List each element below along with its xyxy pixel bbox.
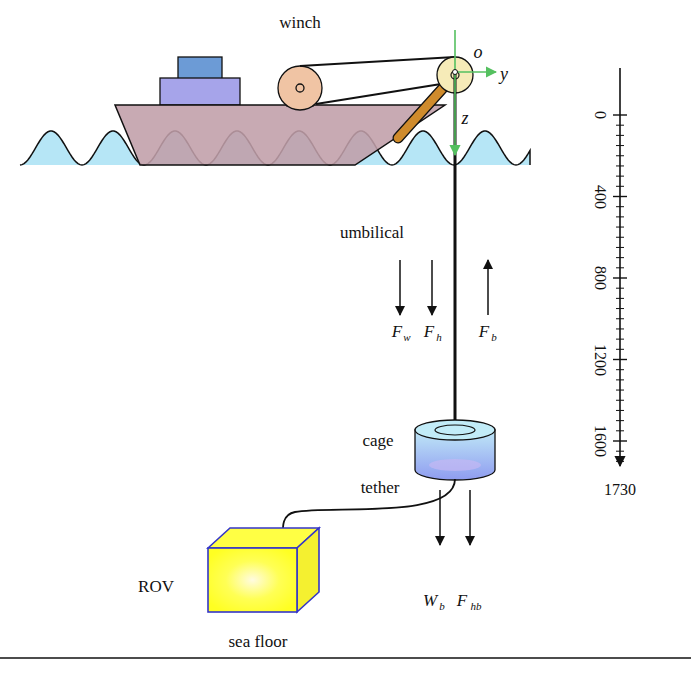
depth-tick [613,196,627,197]
force-arrow [399,260,401,315]
z-axis [454,30,456,155]
depth-tick [616,155,624,156]
depth-tick [616,216,624,217]
rov-front [208,548,297,612]
depth-value: 400 [592,185,608,209]
depth-scale [613,68,627,466]
component-label: tether [361,479,400,496]
depth-tick [616,176,624,177]
force-arrow [431,260,433,315]
depth-tick [616,206,624,207]
depth-tick [616,400,624,401]
depth-tick [613,114,627,115]
depth-tick [616,379,624,380]
axis-label: y [500,65,508,83]
depth-tick [616,318,624,319]
force-symbol: F [424,323,434,340]
force-arrow [469,490,471,545]
cage-inner [429,459,481,471]
force-arrow [487,260,489,315]
force-subscript: b [491,332,497,343]
depth-tick [616,339,624,340]
component-label: umbilical [340,224,404,241]
depth-tick [616,369,624,370]
depth-tick [616,288,624,289]
depth-tick [616,328,624,329]
force-subscript: w [403,332,410,343]
force-subscript: b [439,601,445,612]
depth-tick [616,227,624,228]
depth-value: 800 [592,266,608,290]
depth-tick [616,410,624,411]
component-label: ROV [138,578,174,595]
force-subscript: hb [471,601,482,612]
depth-tick [616,257,624,258]
component-label: winch [279,14,321,31]
depth-tick [616,349,624,350]
depth-tick [616,451,624,452]
component-label: sea floor [228,633,287,650]
force-subscript: h [436,332,442,343]
cage-top [415,420,495,440]
depth-tick [613,440,627,441]
depth-tick [616,135,624,136]
depth-tick [616,267,624,268]
origin-dot [453,70,458,75]
cage-ring [435,425,475,435]
force-symbol: F [392,323,402,340]
cable [300,57,455,66]
winch-drum [278,66,322,110]
winch-hub [296,84,304,92]
depth-tick [616,125,624,126]
depth-tick [616,186,624,187]
depth-value: 1600 [592,425,608,457]
depth-tick [616,308,624,309]
depth-value: 1730 [604,482,636,498]
sea-floor-line [0,657,691,659]
depth-tick [616,237,624,238]
force-symbol: W [423,592,437,609]
axis-label: z [461,109,468,127]
depth-tick [616,247,624,248]
rov-side [297,528,319,612]
cable [316,84,441,104]
depth-tick [616,430,624,431]
component-label: cage [362,432,393,449]
depth-tick [616,390,624,391]
force-symbol: F [457,592,467,609]
depth-tick [616,298,624,299]
depth-tick [616,145,624,146]
depth-value: 1200 [592,344,608,376]
y-axis [455,71,496,73]
depth-tick [613,277,627,278]
cabin [160,78,240,105]
depth-tick [616,420,624,421]
force-arrow [439,490,441,545]
depth-tick [616,165,624,166]
depth-tick [616,461,624,462]
force-symbol: F [479,323,489,340]
cabin-top [178,57,222,79]
depth-tick [613,359,627,360]
depth-axis [619,68,621,466]
axis-label: o [474,43,483,61]
depth-value: 0 [592,111,608,119]
